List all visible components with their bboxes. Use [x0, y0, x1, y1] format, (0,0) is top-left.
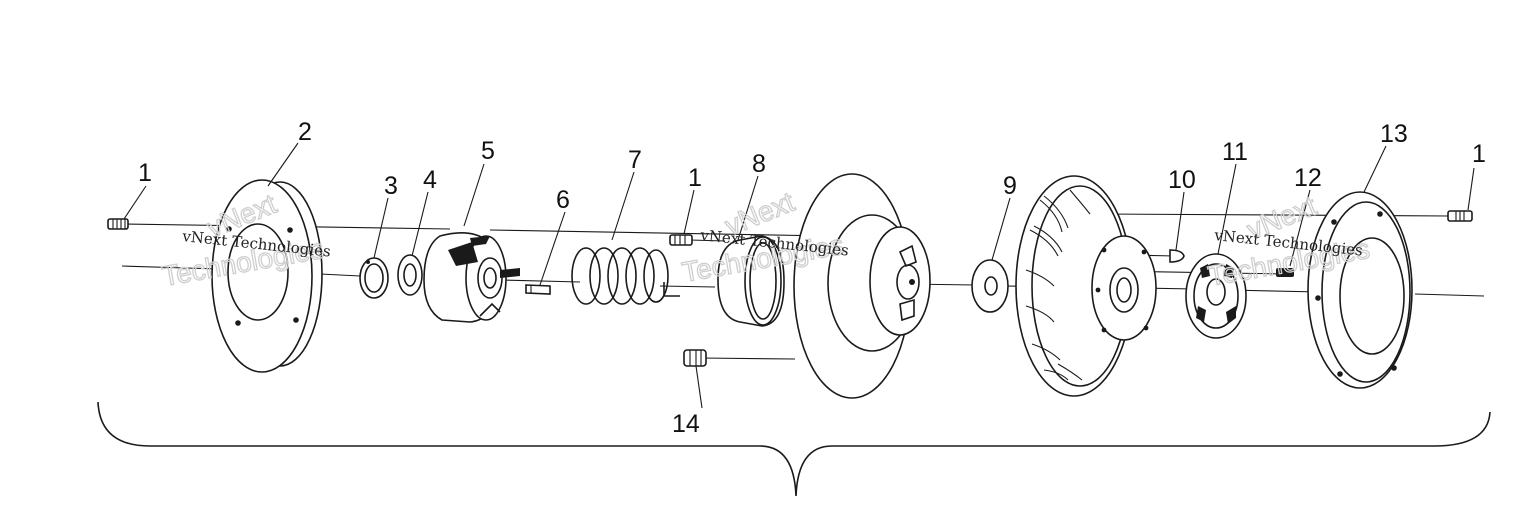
callout-12: 12 — [1294, 164, 1322, 192]
callout-11: 11 — [1222, 138, 1248, 166]
callout-5: 5 — [481, 137, 495, 165]
callout-1-left: 1 — [138, 159, 152, 187]
cover-plate — [211, 179, 323, 373]
callout-2: 2 — [298, 118, 312, 146]
callout-8: 8 — [752, 150, 766, 178]
callout-1-middle: 1 — [688, 164, 702, 192]
bolt-middle — [669, 234, 693, 246]
callout-14: 14 — [672, 410, 700, 438]
moveable-sheave — [793, 173, 931, 399]
callout-3: 3 — [384, 172, 398, 200]
callout-13: 13 — [1380, 120, 1408, 148]
callout-10: 10 — [1168, 166, 1196, 194]
washer-4 — [397, 254, 423, 296]
spring — [571, 247, 680, 305]
callout-6: 6 — [556, 186, 570, 214]
pin — [525, 284, 551, 295]
snap-ring — [359, 257, 389, 299]
leader-lines — [123, 142, 1475, 409]
bolt-left — [107, 218, 129, 230]
bolt-right — [1447, 210, 1473, 222]
stationary-sheave-fan — [1015, 175, 1157, 397]
spider-plate — [1185, 253, 1247, 339]
pin-10 — [1169, 249, 1185, 263]
washer-9 — [971, 259, 1009, 313]
callout-4: 4 — [423, 166, 437, 194]
bolt-bottom — [683, 349, 707, 367]
callout-1-right: 1 — [1472, 140, 1486, 168]
screw-12 — [1276, 268, 1294, 277]
callout-7: 7 — [628, 146, 642, 174]
callout-9: 9 — [1003, 172, 1017, 200]
assembly-brace — [97, 401, 1491, 497]
bushing — [717, 235, 785, 327]
outer-plate — [1307, 191, 1413, 389]
callouts: 1 2 3 4 5 6 7 1 8 9 10 11 12 13 1 14 — [138, 118, 1486, 438]
spider-cam — [423, 232, 520, 323]
